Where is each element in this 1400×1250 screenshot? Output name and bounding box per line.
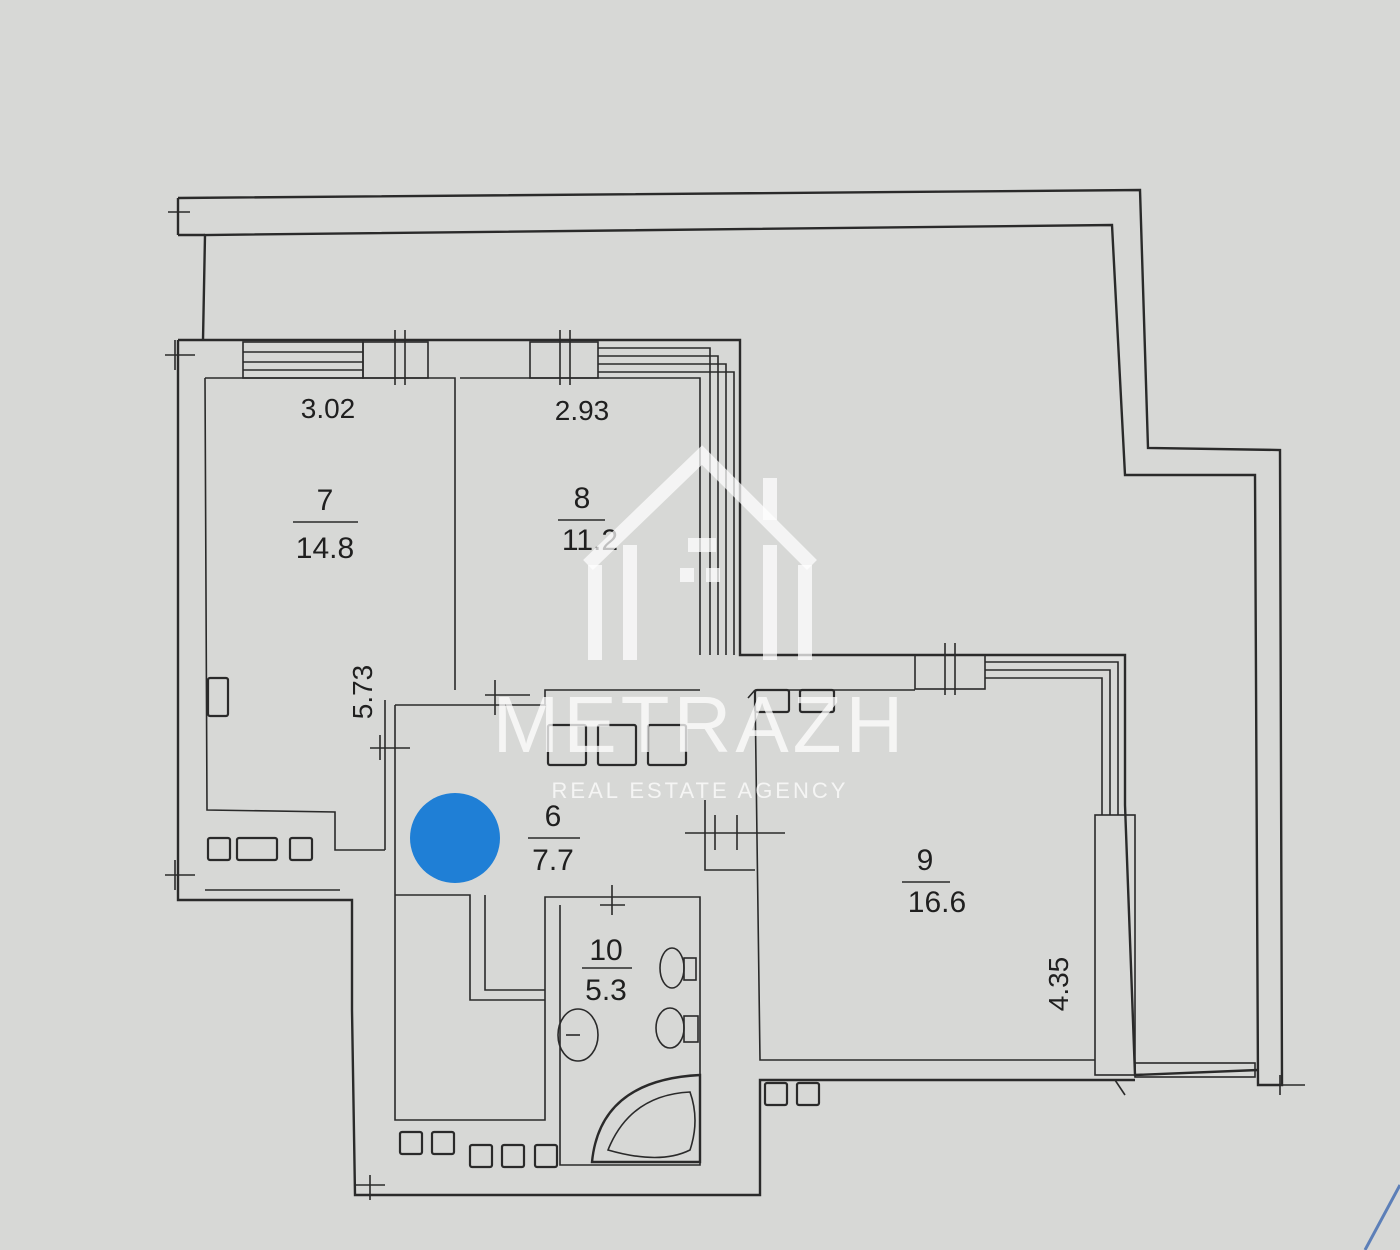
room-7-number: 7 (317, 484, 334, 517)
room-10-area: 5.3 (585, 974, 627, 1007)
room-10-number: 10 (589, 934, 622, 967)
watermark-tagline: REAL ESTATE AGENCY (552, 778, 849, 803)
metrazh-logo (583, 445, 817, 660)
room-6-area: 7.7 (532, 844, 574, 877)
room-10-label: 10 5.3 (582, 934, 632, 1007)
windows (242, 330, 1256, 1078)
dimension-ticks (165, 340, 1126, 1200)
watermark-brand: METRAZH (493, 680, 908, 769)
bathtub-icon (590, 1073, 702, 1164)
room-9-length-dimension: 4.35 (1043, 957, 1074, 1012)
room-6-number: 6 (545, 800, 562, 833)
room-8-width-dimension: 2.93 (555, 395, 610, 426)
terrace-outline (168, 188, 1305, 1095)
room-9-number: 9 (917, 844, 934, 877)
bathroom-fixtures (557, 947, 702, 1164)
room-6-label: 6 7.7 (528, 800, 580, 877)
partitions (370, 680, 1095, 1166)
sink-icon (557, 1008, 599, 1062)
room-7-width-dimension: 3.02 (301, 393, 356, 424)
room-8-number: 8 (574, 482, 591, 515)
room-7-area: 14.8 (296, 532, 354, 565)
toilet-icon (659, 947, 697, 989)
vent-shafts (206, 676, 836, 1169)
room-7-length-dimension: 5.73 (347, 665, 378, 720)
bidet-icon (655, 1007, 699, 1049)
room-7-label: 7 14.8 (293, 484, 358, 565)
room-9-area: 16.6 (908, 886, 966, 919)
room-9-label: 9 16.6 (902, 844, 966, 919)
location-marker (410, 793, 500, 883)
